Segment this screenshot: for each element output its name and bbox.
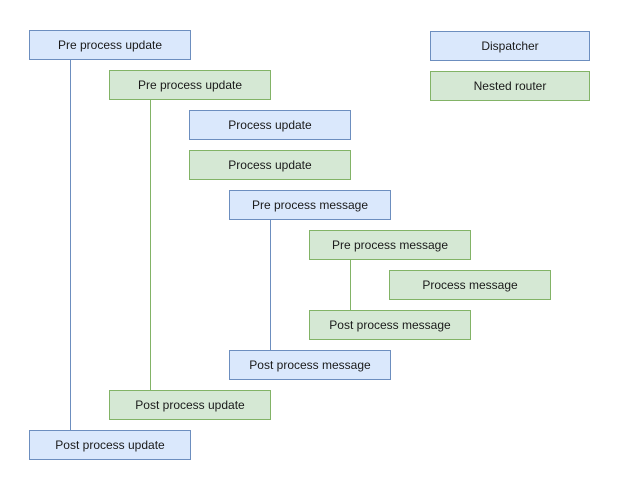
node-label: Post process update — [55, 437, 165, 452]
node-label: Process update — [228, 157, 312, 172]
legend-item-dispatcher[interactable]: Dispatcher — [430, 31, 590, 61]
node-box[interactable]: Process update — [189, 150, 351, 180]
connector-line — [70, 60, 71, 430]
legend-item-label: Nested router — [473, 79, 547, 93]
node-box[interactable]: Pre process update — [109, 70, 271, 100]
node-box[interactable]: Pre process update — [29, 30, 191, 60]
node-label: Post process message — [329, 317, 451, 332]
legend-item-router[interactable]: Nested router — [430, 71, 590, 101]
connector-line — [150, 100, 151, 390]
node-label: Process update — [228, 117, 312, 132]
node-box[interactable]: Process update — [189, 110, 351, 140]
connector-line — [350, 260, 351, 310]
node-box[interactable]: Post process message — [309, 310, 471, 340]
node-box[interactable]: Pre process message — [229, 190, 391, 220]
node-box[interactable]: Post process update — [109, 390, 271, 420]
node-box[interactable]: Post process update — [29, 430, 191, 460]
connector-line — [270, 220, 271, 350]
node-box[interactable]: Process message — [389, 270, 551, 300]
legend-item-label: Dispatcher — [481, 39, 539, 53]
node-label: Pre process update — [137, 77, 243, 92]
node-label: Process message — [422, 277, 518, 292]
node-label: Pre process message — [331, 237, 449, 252]
node-box[interactable]: Pre process message — [309, 230, 471, 260]
node-label: Pre process update — [57, 37, 163, 52]
node-label: Post process update — [135, 397, 245, 412]
node-label: Pre process message — [251, 197, 369, 212]
node-box[interactable]: Post process message — [229, 350, 391, 380]
node-label: Post process message — [249, 357, 371, 372]
